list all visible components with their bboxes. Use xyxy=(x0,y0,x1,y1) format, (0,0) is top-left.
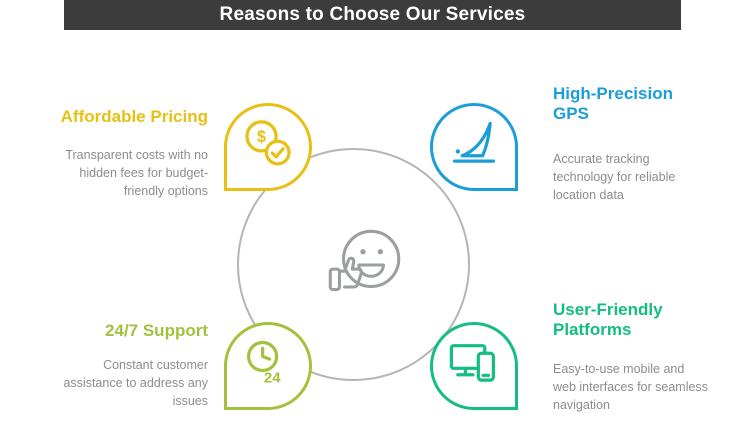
description-affordable-pricing: Transparent costs with no hidden fees fo… xyxy=(65,148,208,199)
coin-check-icon: $ xyxy=(240,117,296,178)
petal-high-precision-gps xyxy=(430,103,518,191)
description-24-7-support: Constant customer assistance to address … xyxy=(63,358,208,409)
heading-affordable-pricing: Affordable Pricing xyxy=(60,107,208,126)
dollar-glyph: $ xyxy=(257,127,266,145)
gps-antenna-icon xyxy=(446,117,502,178)
petal-24-7-support: 24 xyxy=(224,322,312,410)
description-user-friendly-platforms: Easy-to-use mobile and web interfaces fo… xyxy=(553,362,708,413)
description-high-precision-gps: Accurate tracking technology for reliabl… xyxy=(553,152,676,203)
petal-affordable-pricing: $ xyxy=(224,103,312,191)
devices-icon xyxy=(446,336,502,397)
twenty-four-glyph: 24 xyxy=(264,369,281,386)
heading-high-precision-gps: High-Precision GPS xyxy=(553,84,673,124)
header-bar: Reasons to Choose Our Services xyxy=(64,0,681,30)
clock-24-icon: 24 xyxy=(240,336,296,397)
heading-user-friendly-platforms: User-Friendly Platforms xyxy=(553,300,663,340)
heading-24-7-support: 24/7 Support xyxy=(105,321,208,340)
thumbs-up-smiley-icon xyxy=(318,218,410,310)
page-title: Reasons to Choose Our Services xyxy=(219,4,526,25)
petal-user-friendly-platforms xyxy=(430,322,518,410)
center-circle xyxy=(237,148,470,381)
